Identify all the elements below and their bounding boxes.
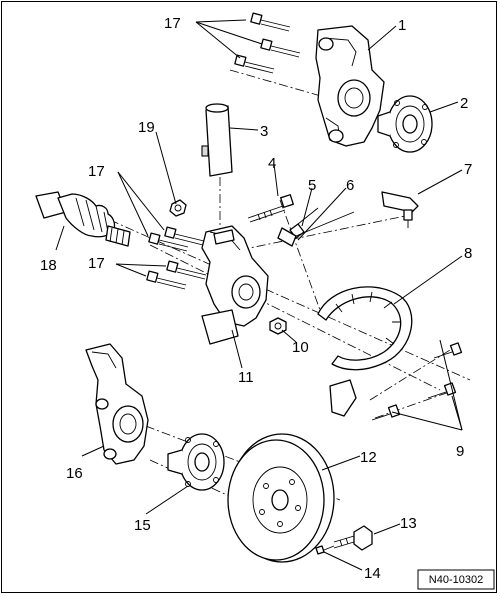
bolt (250, 12, 291, 32)
brake-disc (227, 433, 335, 563)
shock-absorber-tube (201, 103, 233, 177)
callout-labels: 17 1 2 3 19 4 17 5 6 7 18 17 8 10 11 9 1… (40, 15, 472, 582)
callout-12: 12 (360, 449, 377, 466)
tie-rod-end (381, 191, 419, 228)
screw (433, 342, 463, 359)
callout-2: 2 (460, 95, 468, 112)
callout-7: 7 (464, 161, 472, 178)
wheel-bearing-housing-top (315, 25, 385, 147)
callout-1: 1 (398, 17, 406, 34)
screw (371, 404, 401, 421)
hub-bolt (333, 525, 373, 551)
callout-9: 9 (456, 443, 464, 460)
callout-14: 14 (364, 565, 381, 582)
wheel-bearing-housing-center (201, 225, 269, 345)
callout-13: 13 (400, 515, 417, 532)
callout-19: 19 (138, 119, 155, 136)
callout-3: 3 (260, 123, 268, 140)
bolts-middle (146, 226, 207, 290)
bolt (146, 270, 187, 290)
callout-10: 10 (292, 339, 309, 356)
bolt (260, 38, 301, 58)
bolt (234, 54, 275, 74)
callout-17-top: 17 (164, 15, 181, 32)
callout-16: 16 (66, 465, 83, 482)
leader-lines (55, 19, 463, 571)
screws (371, 342, 463, 421)
callout-18: 18 (40, 257, 57, 274)
drive-shaft (35, 191, 131, 247)
callout-17-mid: 17 (88, 163, 105, 180)
nut-small (169, 199, 187, 217)
reference-code: N40-10302 (429, 574, 483, 586)
wheel-hub-bottom (167, 433, 225, 491)
callout-17-low: 17 (88, 255, 105, 272)
callout-15: 15 (134, 517, 151, 534)
callout-6: 6 (346, 177, 354, 194)
long-bolt (247, 194, 294, 223)
callout-5: 5 (308, 177, 316, 194)
callout-8: 8 (464, 245, 472, 262)
bolt (166, 260, 207, 280)
splash-plate (317, 286, 413, 417)
bolt (148, 232, 189, 252)
callout-4: 4 (268, 155, 276, 172)
wheel-bearing-housing-bottom (85, 343, 149, 465)
bolts-top (234, 12, 301, 74)
wheel-hub-top (377, 95, 433, 153)
bolt (164, 226, 205, 246)
callout-11: 11 (238, 369, 254, 386)
reference-box: N40-10302 (417, 569, 495, 590)
